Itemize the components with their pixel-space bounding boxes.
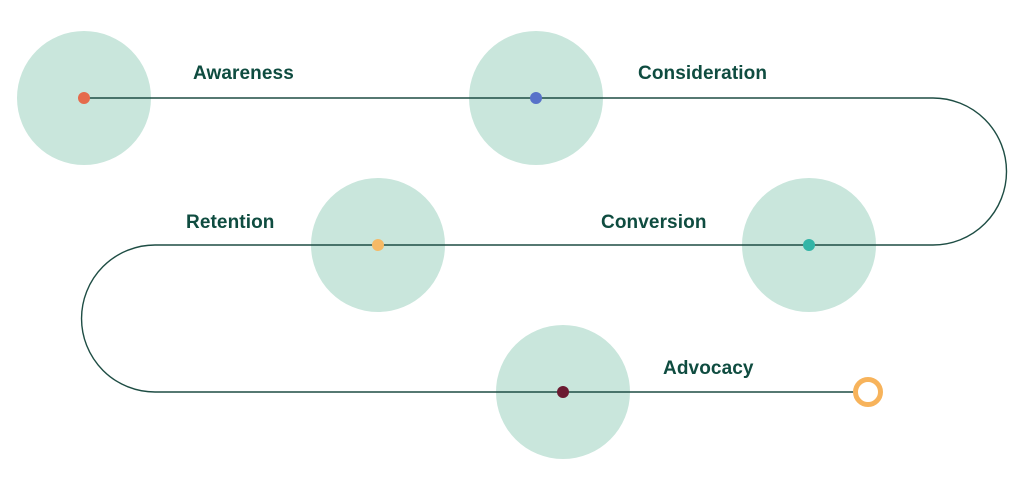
journey-path — [80, 97, 1008, 393]
stage-dot-consideration — [530, 92, 542, 104]
stage-dot-advocacy — [557, 386, 569, 398]
stage-label-retention: Retention — [186, 212, 275, 233]
stage-dot-awareness — [78, 92, 90, 104]
stage-dot-retention — [372, 239, 384, 251]
stage-label-consideration: Consideration — [638, 63, 768, 84]
stage-label-conversion: Conversion — [601, 212, 707, 233]
stage-label-advocacy: Advocacy — [663, 358, 754, 379]
stage-dot-conversion — [803, 239, 815, 251]
stage-label-awareness: Awareness — [193, 63, 294, 84]
ring-end-marker-icon — [853, 377, 883, 407]
